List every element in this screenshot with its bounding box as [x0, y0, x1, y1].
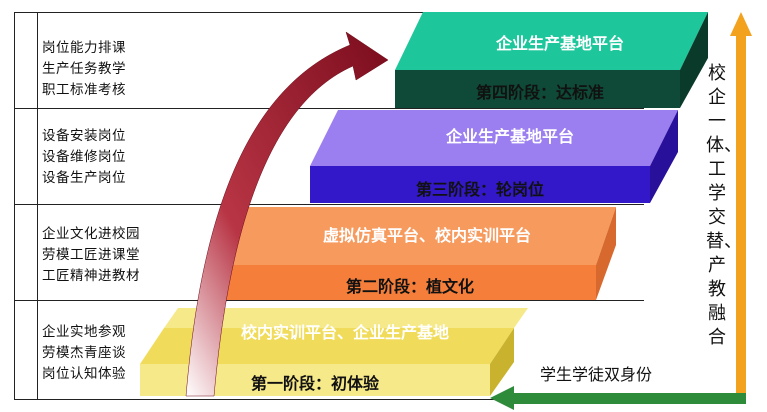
side-item: 劳模杰青座谈 — [42, 345, 126, 361]
grid-line — [14, 204, 644, 205]
bottom-label: 学生学徒双身份 — [540, 365, 653, 384]
side-item: 岗位能力排课 — [42, 40, 126, 56]
side-item: 设备维修岗位 — [42, 149, 126, 165]
stage-1-side-list: 企业实地参观 劳模杰青座谈 岗位认知体验 — [42, 322, 126, 385]
orange-up-arrow — [730, 12, 752, 400]
stage-4-step: 第四阶段：达标准 — [475, 83, 604, 102]
side-item: 设备生产岗位 — [42, 170, 126, 186]
stage-1-platform: 校内实训平台、企业生产基地 — [240, 323, 449, 342]
stage-1-step: 第一阶段：初体验 — [250, 374, 379, 393]
growth-arrow — [185, 31, 389, 397]
stage-2-step: 第二阶段：植文化 — [345, 277, 474, 296]
stage-1-block — [140, 308, 528, 396]
stage-3-step: 第三阶段：轮岗位 — [415, 180, 544, 199]
stage-2-block — [224, 207, 616, 300]
grid-line — [14, 108, 644, 109]
stage-3-side-list: 设备安装岗位 设备维修岗位 设备生产岗位 — [42, 126, 126, 189]
side-item: 设备安装岗位 — [42, 128, 126, 144]
side-item: 劳模工匠进课堂 — [42, 247, 140, 263]
stage-2-side-list: 企业文化进校园 劳模工匠进课堂 工匠精神进教材 — [42, 224, 140, 287]
right-vertical-label: 校企一体、工学交替、产教融合 — [706, 63, 742, 348]
stage-3-block — [310, 110, 678, 203]
side-item: 企业实地参观 — [42, 324, 126, 340]
stage-2-platform: 虚拟仿真平台、校内实训平台 — [322, 226, 531, 245]
side-item: 职工标准考核 — [42, 82, 126, 98]
stage-3-platform: 企业生产基地平台 — [445, 127, 574, 146]
grid-line — [14, 12, 644, 13]
green-left-arrow — [490, 386, 746, 410]
grid-line — [14, 399, 644, 400]
grid-line — [14, 300, 644, 301]
stage-4-platform: 企业生产基地平台 — [495, 34, 624, 53]
left-inner-line — [37, 12, 38, 400]
side-item: 工匠精神进教材 — [42, 268, 140, 284]
stage-4-side-list: 岗位能力排课 生产任务教学 职工标准考核 — [42, 38, 126, 101]
side-item: 岗位认知体验 — [42, 366, 126, 382]
side-item: 企业文化进校园 — [42, 226, 140, 242]
stage-4-block — [395, 12, 708, 108]
side-item: 生产任务教学 — [42, 61, 126, 77]
left-border-line — [14, 12, 15, 400]
